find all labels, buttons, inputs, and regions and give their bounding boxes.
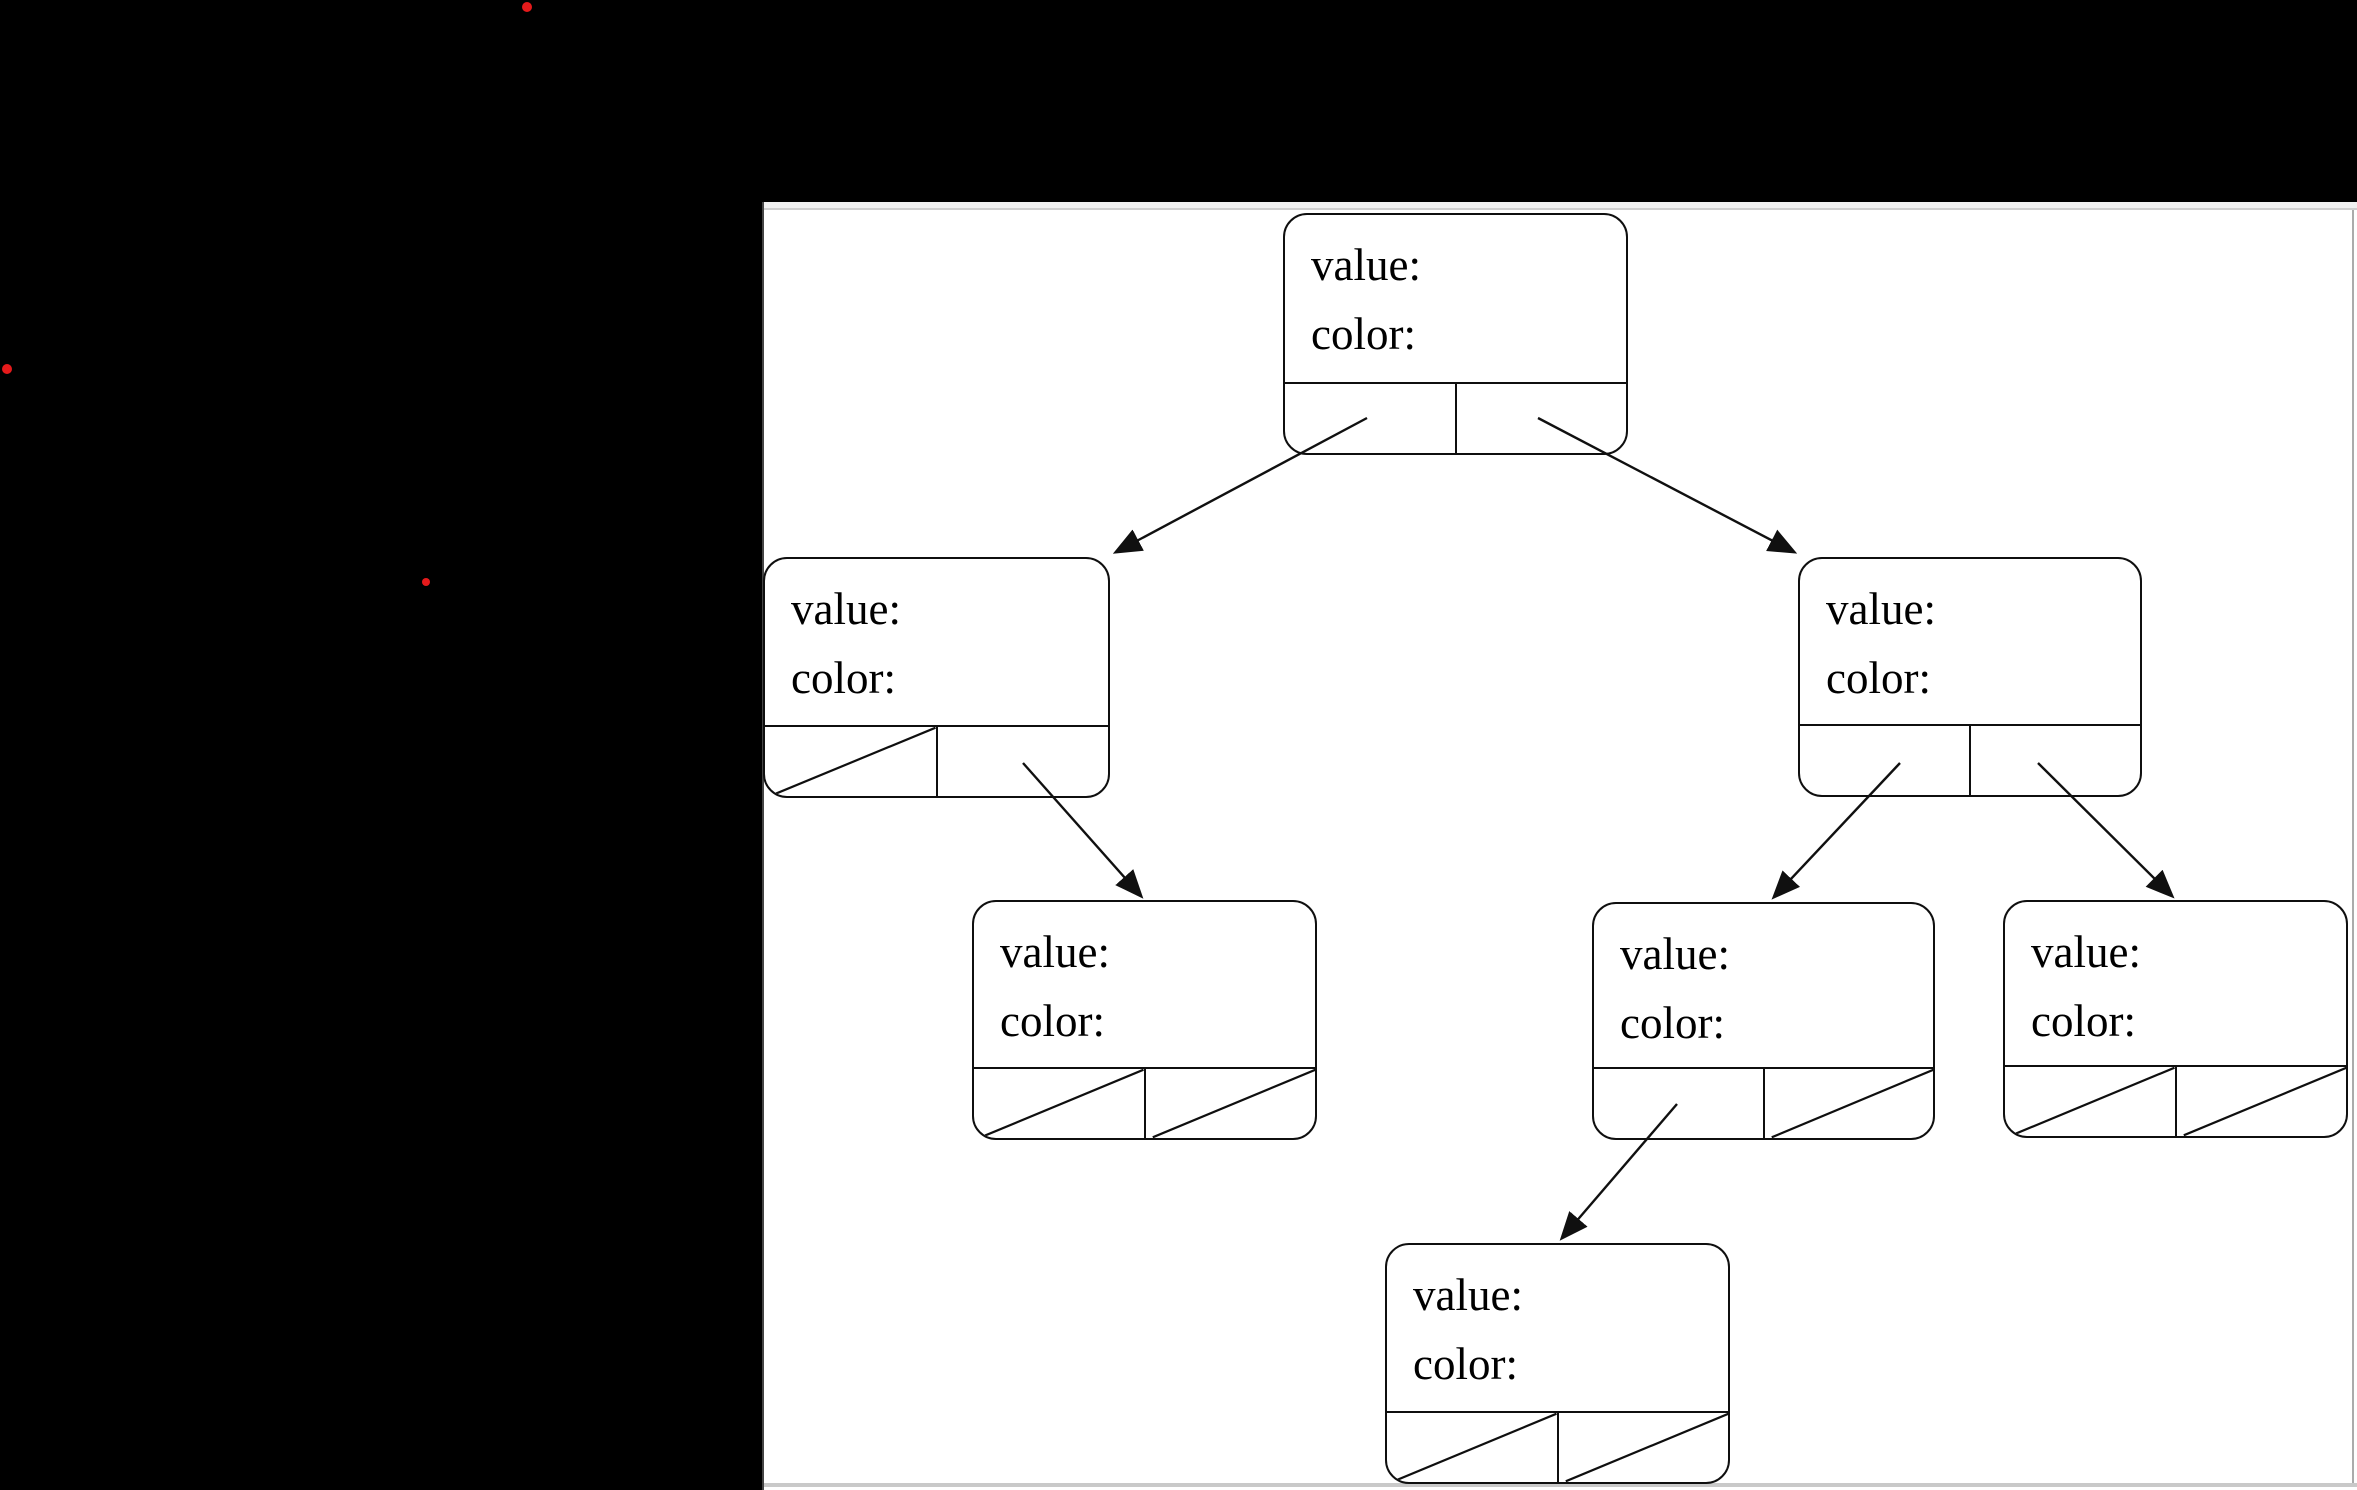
red-marker-dot	[522, 2, 532, 12]
tree-node-l-r[interactable]: value: color:	[972, 900, 1317, 1140]
tree-node-root[interactable]: value: color:	[1283, 213, 1628, 455]
tree-edge-l-to-l-r[interactable]	[1022, 762, 1144, 899]
node-fields: value: color:	[1387, 1245, 1728, 1411]
color-field-label: color:	[2031, 996, 2136, 1046]
null-pointer-slash	[765, 727, 936, 796]
value-field-label: value:	[791, 584, 901, 634]
right-child-pointer-cell[interactable]	[2177, 1067, 2347, 1136]
right-child-pointer-cell[interactable]	[1765, 1069, 1934, 1138]
null-pointer-slash	[1146, 1069, 1316, 1138]
left-child-pointer-cell[interactable]	[974, 1069, 1146, 1138]
value-field-label: value:	[1413, 1270, 1523, 1320]
null-pointer-slash	[1559, 1413, 1729, 1482]
left-child-pointer-cell[interactable]	[2005, 1067, 2177, 1136]
null-pointer-slash	[2005, 1067, 2175, 1136]
null-pointer-slash	[974, 1069, 1144, 1138]
tree-edge-r-to-r-r[interactable]	[2037, 762, 2175, 899]
canvas-left-edge	[762, 202, 764, 1490]
pointer-cells	[2005, 1065, 2346, 1136]
left-child-pointer-cell[interactable]	[1800, 726, 1971, 795]
node-fields: value: color:	[2005, 902, 2346, 1065]
node-fields: value: color:	[765, 559, 1108, 725]
node-fields: value: color:	[974, 902, 1315, 1067]
red-marker-dot	[2, 364, 12, 374]
value-field-label: value:	[1826, 584, 1936, 634]
color-field-label: color:	[1311, 309, 1416, 359]
tree-node-l[interactable]: value: color:	[763, 557, 1110, 798]
canvas-top-edge	[762, 202, 2357, 210]
value-field-label: value:	[1000, 927, 1110, 977]
value-field-label: value:	[1620, 929, 1730, 979]
color-field-label: color:	[1000, 996, 1105, 1046]
left-child-pointer-cell[interactable]	[765, 727, 938, 796]
tree-edge-root-to-l[interactable]	[1112, 416, 1368, 554]
null-pointer-slash	[1765, 1069, 1934, 1138]
color-field-label: color:	[1413, 1339, 1518, 1389]
node-fields: value: color:	[1594, 904, 1933, 1067]
node-fields: value: color:	[1285, 215, 1626, 382]
color-field-label: color:	[1620, 998, 1725, 1048]
color-field-label: color:	[1826, 653, 1931, 703]
color-field-label: color:	[791, 653, 896, 703]
red-marker-dot	[422, 578, 430, 586]
left-child-pointer-cell[interactable]	[1387, 1413, 1559, 1482]
pointer-cells	[1387, 1411, 1728, 1482]
right-child-pointer-cell[interactable]	[1146, 1069, 1316, 1138]
tree-node-r-l-l[interactable]: value: color:	[1385, 1243, 1730, 1484]
pointer-cells	[1594, 1067, 1933, 1138]
canvas-right-edge	[2352, 210, 2354, 1483]
null-pointer-slash	[1387, 1413, 1557, 1482]
tree-edge-r-to-r-l[interactable]	[1771, 762, 1901, 900]
pointer-cells	[1285, 382, 1626, 453]
node-fields: value: color:	[1800, 559, 2140, 724]
tree-node-r[interactable]: value: color:	[1798, 557, 2142, 797]
null-pointer-slash	[2177, 1067, 2347, 1136]
left-child-pointer-cell[interactable]	[1285, 384, 1457, 453]
tree-node-r-r[interactable]: value: color:	[2003, 900, 2348, 1138]
value-field-label: value:	[1311, 240, 1421, 290]
tree-node-r-l[interactable]: value: color:	[1592, 902, 1935, 1140]
pointer-cells	[974, 1067, 1315, 1138]
tree-edge-r-l-to-r-l-l[interactable]	[1559, 1103, 1678, 1241]
canvas-bottom-edge	[764, 1483, 2357, 1487]
pointer-cells	[765, 725, 1108, 796]
tree-edge-root-to-r[interactable]	[1537, 416, 1798, 554]
left-child-pointer-cell[interactable]	[1594, 1069, 1765, 1138]
value-field-label: value:	[2031, 927, 2141, 977]
pointer-cells	[1800, 724, 2140, 795]
right-child-pointer-cell[interactable]	[1559, 1413, 1729, 1482]
